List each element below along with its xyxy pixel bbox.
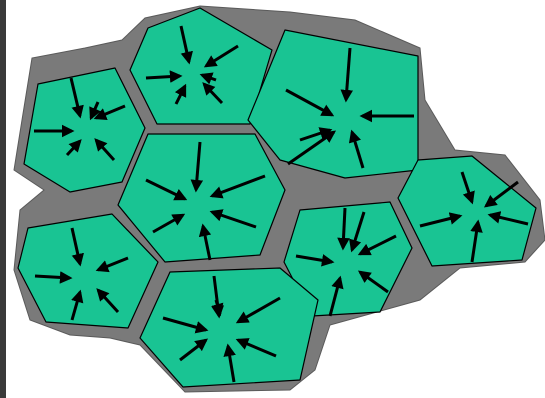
cell-lower-middle-right-inward-arrow-1	[343, 208, 345, 248]
cell-bottom-center-body	[140, 268, 318, 387]
cell-lower-left-inward-arrow-3	[35, 276, 70, 278]
cell-bottom-center	[140, 268, 318, 387]
cell-top-center-inward-arrow-3	[146, 76, 180, 78]
